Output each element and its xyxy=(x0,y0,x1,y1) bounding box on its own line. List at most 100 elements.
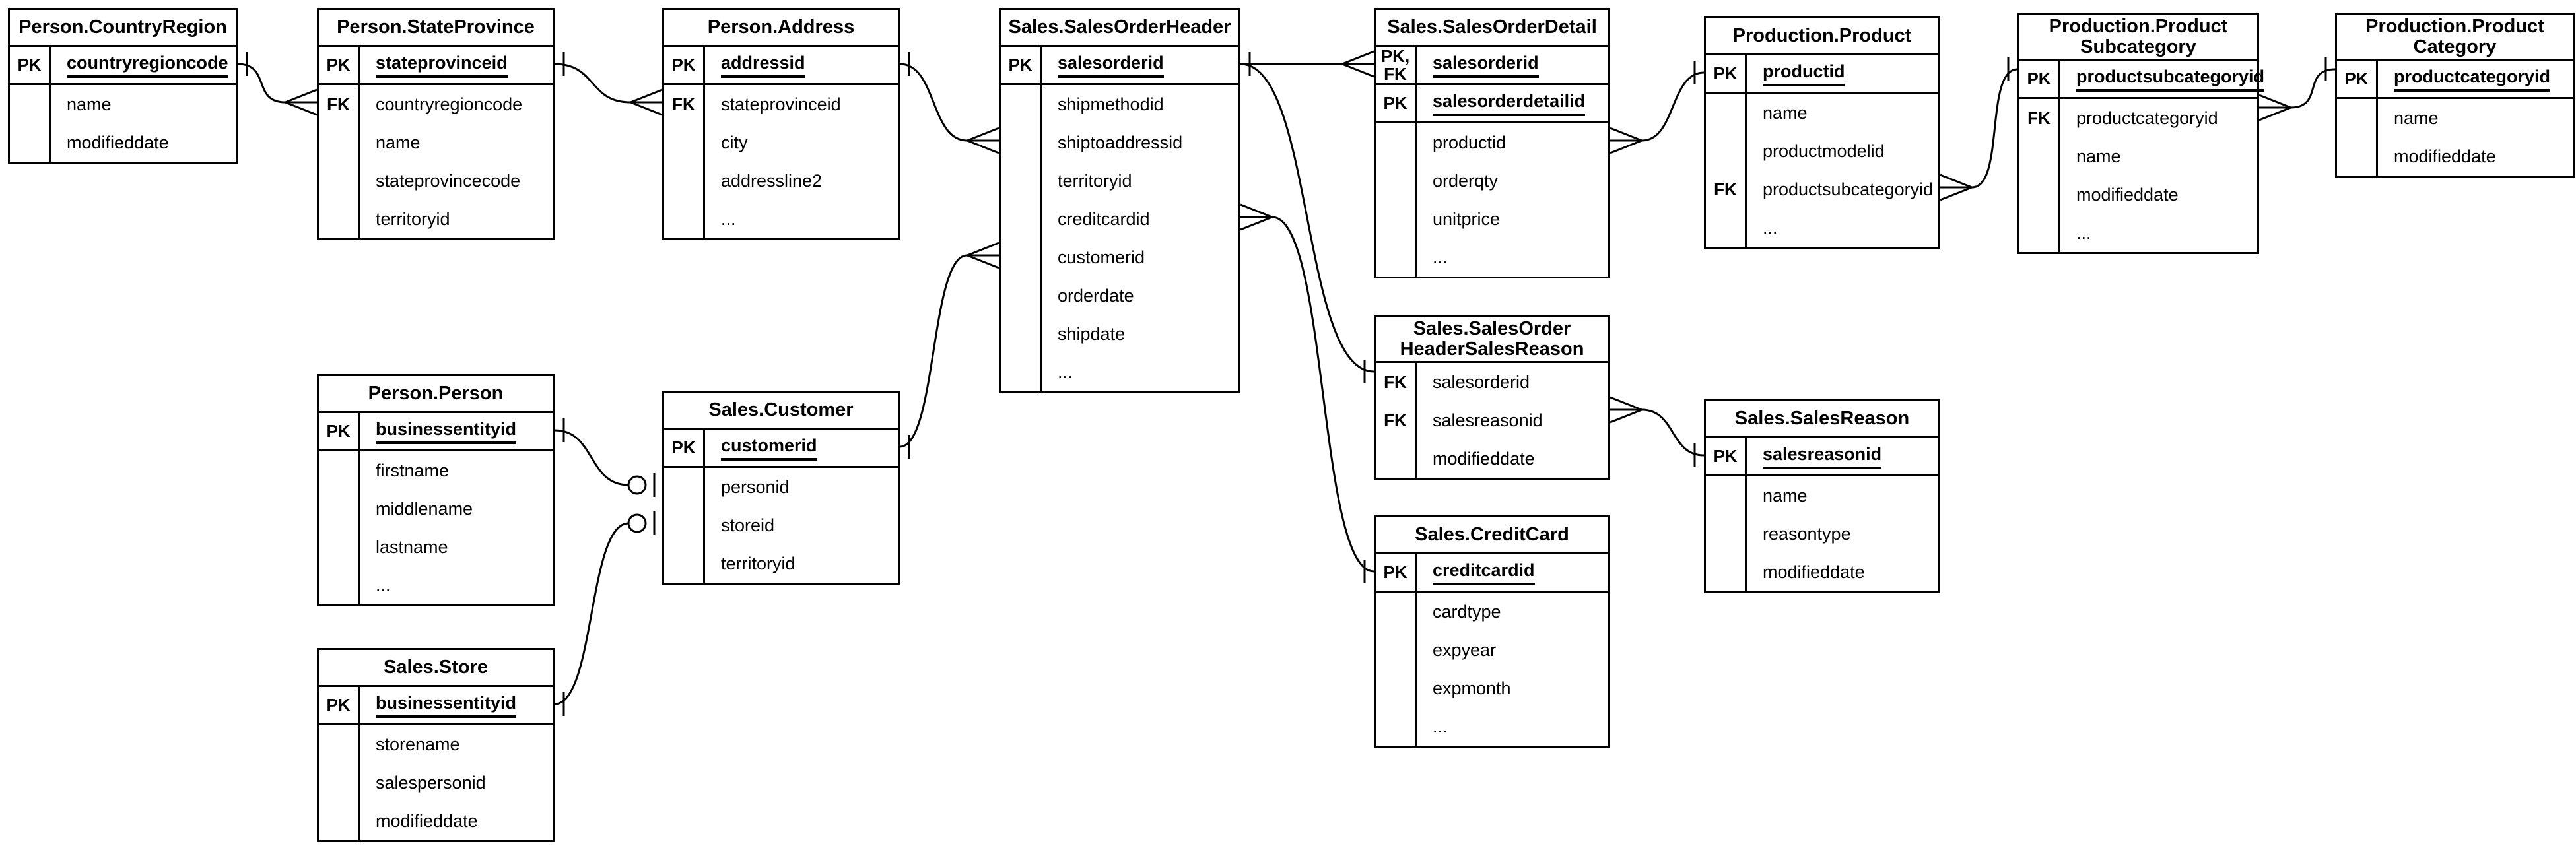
field-name-text: creditcardid xyxy=(1058,209,1150,229)
key-label: PK xyxy=(1706,55,1747,92)
relationship-countryregion-stateprovince[interactable] xyxy=(237,63,286,104)
field-name-text: ... xyxy=(1433,247,1448,267)
field-name-text: lastname xyxy=(376,537,448,557)
key-label xyxy=(1706,515,1747,553)
field-name-text: shiptoaddressid xyxy=(1058,132,1183,152)
field-name-text: ... xyxy=(1433,716,1448,736)
table-row: firstname xyxy=(319,451,553,490)
table-title: Production.Product Subcategory xyxy=(2019,15,2257,61)
field-name: shipdate xyxy=(1042,315,1238,353)
field-name: countryregioncode xyxy=(51,47,236,83)
table-row: addressline2 xyxy=(664,162,898,200)
field-name-text: territoryid xyxy=(1058,170,1132,191)
table-title: Sales.Customer xyxy=(664,393,898,430)
key-label: FK xyxy=(319,85,360,123)
table-row: shiptoaddressid xyxy=(1001,123,1238,162)
key-label xyxy=(319,162,360,200)
field-name: addressline2 xyxy=(705,162,898,200)
field-name: orderdate xyxy=(1042,277,1238,315)
relationship-salesorderheader-salesorderheadersalesreason[interactable] xyxy=(1240,63,1374,373)
field-name: lastname xyxy=(360,528,553,566)
relationship-product-productsubcategory[interactable] xyxy=(1971,68,2018,189)
key-label: FK xyxy=(1376,363,1417,401)
key-label: FK xyxy=(1376,401,1417,439)
table-row: reasontype xyxy=(1706,515,1938,553)
key-label: PK xyxy=(1706,438,1747,474)
field-name: addressid xyxy=(705,47,898,83)
field-name: name xyxy=(1747,476,1938,515)
key-label xyxy=(1706,553,1747,591)
relationship-salesorderheadersalesreason-salesreason[interactable] xyxy=(1641,408,1705,457)
relationship-store-customer[interactable] xyxy=(554,522,629,705)
key-label: PK xyxy=(2337,61,2378,97)
table-row: ... xyxy=(1376,707,1608,746)
relationship-productsubcategory-productcategory[interactable] xyxy=(2290,68,2336,109)
table-title: Person.Address xyxy=(664,10,898,47)
relationship-salesorderdetail-product[interactable] xyxy=(1641,71,1705,142)
field-name: reasontype xyxy=(1747,515,1938,553)
key-label: PK xyxy=(1376,85,1417,121)
field-name: firstname xyxy=(360,451,553,490)
cardinality-marker xyxy=(2258,106,2291,121)
table-title: Sales.SalesOrderHeader xyxy=(1001,10,1238,47)
relationship-salesorderheader-creditcard[interactable] xyxy=(1271,216,1374,573)
field-name-text: stateprovinceid xyxy=(721,94,841,114)
field-name: territoryid xyxy=(1042,162,1238,200)
key-label xyxy=(1376,238,1417,277)
field-name-text: salesorderid xyxy=(1058,53,1164,78)
table-row: name xyxy=(10,85,236,123)
key-label xyxy=(1376,707,1417,746)
key-label xyxy=(319,764,360,802)
zero-cardinality-circle xyxy=(627,513,647,533)
cardinality-marker xyxy=(285,101,318,116)
table-title: Person.Person xyxy=(319,376,553,413)
field-name-text: personid xyxy=(721,476,790,497)
table-row: name xyxy=(319,123,553,162)
field-name: salesreasonid xyxy=(1417,401,1608,439)
key-label xyxy=(319,802,360,840)
field-name-text: businessentityid xyxy=(376,693,517,718)
field-name: stateprovincecode xyxy=(360,162,553,200)
key-label xyxy=(2337,99,2378,137)
field-name: ... xyxy=(1417,238,1608,277)
table-row: storeid xyxy=(664,506,898,544)
key-label: FK xyxy=(1706,170,1747,209)
cardinality-marker xyxy=(966,127,1000,142)
table-row: modifieddate xyxy=(1706,553,1938,591)
relationship-customer-salesorderheader[interactable] xyxy=(899,254,968,448)
table-row: creditcardid xyxy=(1001,200,1238,238)
field-name: countryregioncode xyxy=(360,85,553,123)
field-name-text: orderqty xyxy=(1433,170,1499,191)
key-label: PK xyxy=(319,687,360,723)
field-name: salesorderid xyxy=(1042,47,1238,83)
field-name-text: creditcardid xyxy=(1433,560,1535,585)
relationship-address-salesorderheader[interactable] xyxy=(899,63,968,142)
field-name-text: reasontype xyxy=(1763,523,1851,544)
relationship-person-customer[interactable] xyxy=(554,429,629,486)
relationship-stateprovince-address[interactable] xyxy=(554,63,631,104)
key-label xyxy=(664,506,705,544)
key-label xyxy=(10,123,51,162)
field-name-text: modifieddate xyxy=(1433,448,1535,469)
field-name: territoryid xyxy=(360,200,553,238)
field-name-text: modifieddate xyxy=(2394,146,2496,166)
field-name: city xyxy=(705,123,898,162)
field-name: creditcardid xyxy=(1042,200,1238,238)
